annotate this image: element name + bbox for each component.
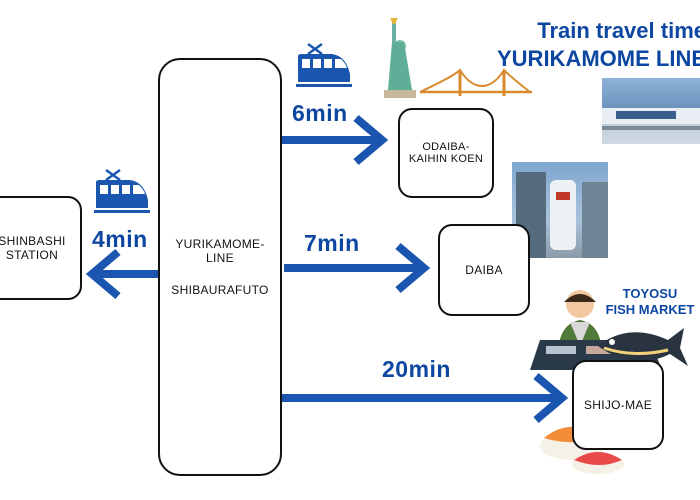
tuna-icon — [598, 328, 688, 366]
shinbashi-name-2: STATION — [5, 248, 59, 262]
statue-of-liberty-icon — [384, 18, 416, 98]
shijo-mae-station-box: SHIJO-MAE — [572, 360, 664, 450]
shinbashi-time: 4min — [92, 226, 148, 252]
sushi-icon — [540, 426, 624, 474]
hub-station-box: YURIKAMOME- LINE SHIBAURAFUTO — [158, 58, 282, 476]
hub-line-name: YURIKAMOME- — [175, 237, 265, 251]
arrow-to-shinbashi — [85, 248, 158, 300]
toyosu-label: TOYOSU FISH MARKET — [600, 286, 700, 318]
toyosu-label-line2: FISH MARKET — [605, 302, 695, 317]
daiba-time: 7min — [304, 230, 360, 256]
train-icon — [296, 42, 352, 87]
odaiba-station-box: ODAIBA- KAIHIN KOEN — [398, 108, 494, 198]
shinbashi-name: SHINBASHI — [0, 234, 66, 248]
daiba-station-box: DAIBA — [438, 224, 530, 316]
hub-line-name-2: LINE — [206, 251, 234, 265]
arrow-to-daiba — [284, 242, 431, 294]
odaiba-name-2: KAIHIN KOEN — [408, 153, 484, 165]
daiba-name: DAIBA — [465, 263, 503, 277]
train-icon — [94, 168, 150, 213]
shinbashi-station-box: SHINBASHI STATION — [0, 196, 82, 300]
rainbow-bridge-icon — [419, 68, 532, 96]
shijo-mae-name: SHIJO-MAE — [583, 398, 653, 412]
monorail-photo — [602, 78, 700, 144]
shijo-mae-time: 20min — [382, 356, 451, 382]
hub-station-name: SHIBAURAFUTO — [171, 283, 269, 297]
odaiba-name: ODAIBA- — [422, 141, 470, 153]
odaiba-time: 6min — [292, 100, 348, 126]
arrow-to-odaiba — [282, 114, 389, 166]
diagram-title-line1: Train travel time — [537, 18, 700, 43]
arrow-to-shijo-mae — [282, 372, 569, 424]
gundam-photo — [512, 162, 608, 258]
toyosu-label-line1: TOYOSU — [622, 286, 678, 301]
diagram-title-line2: YURIKAMOME LINE — [497, 46, 700, 71]
